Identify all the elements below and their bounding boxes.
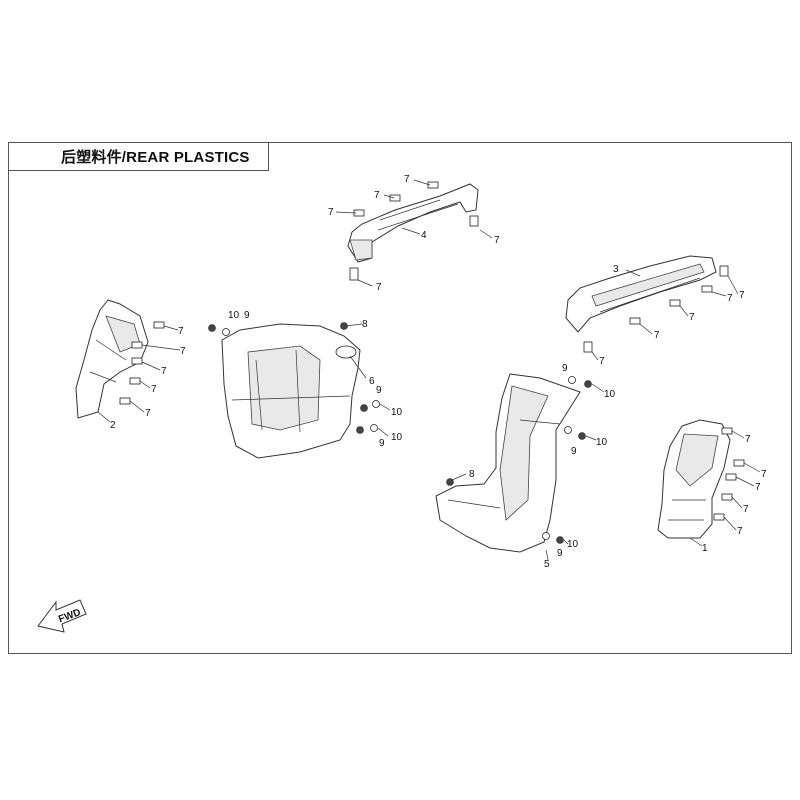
callout-9: 9 (244, 310, 250, 321)
callout-7: 7 (761, 469, 767, 480)
part-5-center-fender (435, 373, 581, 553)
part-1-right-panel (657, 419, 731, 539)
callout-9: 9 (379, 438, 385, 449)
callout-7: 7 (743, 504, 749, 515)
fasteners (119, 181, 745, 544)
callout-5: 5 (544, 559, 550, 570)
callout-9: 9 (557, 548, 563, 559)
part-6-rear-bin (221, 323, 361, 459)
callout-7: 7 (374, 190, 380, 201)
part-3-right-rail (565, 255, 717, 333)
callout-4: 4 (421, 230, 427, 241)
title-box: 后塑料件/REAR PLASTICS (8, 142, 269, 171)
diagram-title: 后塑料件/REAR PLASTICS (61, 149, 250, 166)
diagram-frame (8, 142, 792, 654)
callout-7: 7 (161, 366, 167, 377)
callout-leaders (97, 179, 761, 561)
callout-6: 6 (369, 376, 375, 387)
callout-7: 7 (737, 526, 743, 537)
callout-10: 10 (391, 407, 403, 418)
callout-9: 9 (562, 363, 568, 374)
callout-7: 7 (745, 434, 751, 445)
callout-labels: 7 7 7 7 7 4 3 7 7 7 7 7 7 7 7 7 7 2 7 7 … (110, 174, 767, 570)
callout-7: 7 (376, 282, 382, 293)
callout-7: 7 (599, 356, 605, 367)
callout-7: 7 (404, 174, 410, 185)
fwd-arrow: FWD (37, 599, 87, 633)
callout-10: 10 (596, 437, 608, 448)
callout-7: 7 (180, 346, 186, 357)
callout-1: 1 (702, 543, 708, 554)
callout-2: 2 (110, 420, 116, 431)
callout-10: 10 (567, 539, 579, 550)
part-4-upper-rail (347, 183, 479, 263)
callout-7: 7 (689, 312, 695, 323)
callout-10: 10 (391, 432, 403, 443)
callout-10: 10 (228, 310, 240, 321)
callout-7: 7 (328, 207, 334, 218)
callout-9: 9 (571, 446, 577, 457)
callout-7: 7 (755, 482, 761, 493)
callout-7: 7 (145, 408, 151, 419)
callout-9: 9 (376, 385, 382, 396)
callout-8: 8 (469, 469, 475, 480)
callout-7: 7 (727, 293, 733, 304)
callout-7: 7 (151, 384, 157, 395)
callout-3: 3 (613, 264, 619, 275)
callout-7: 7 (654, 330, 660, 341)
callout-8: 8 (362, 319, 368, 330)
callout-7: 7 (739, 290, 745, 301)
callout-10: 10 (604, 389, 616, 400)
part-2-left-panel (75, 299, 149, 419)
callout-7: 7 (494, 235, 500, 246)
callout-7: 7 (178, 326, 184, 337)
